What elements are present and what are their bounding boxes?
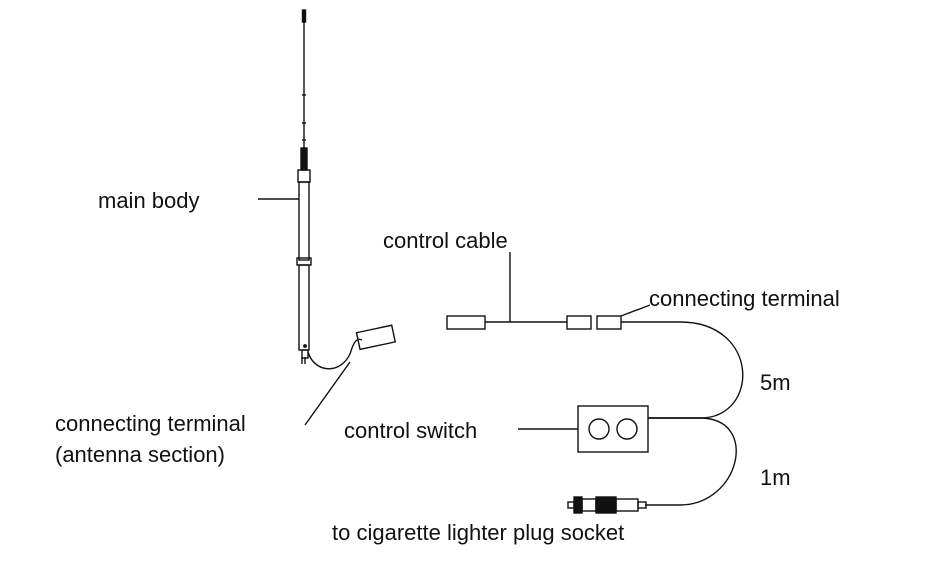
antenna-cable <box>307 338 363 370</box>
connecting-terminal-label: connecting terminal <box>649 286 840 311</box>
control-cable-label: control cable <box>383 228 508 253</box>
one-m-label: 1m <box>760 465 791 490</box>
control-switch-label: control switch <box>344 418 478 443</box>
antenna-connecting-terminal <box>355 324 397 351</box>
antenna-terminal-label-line2: (antenna section) <box>55 442 225 467</box>
antenna-main-body <box>296 169 312 364</box>
cigarette-plug <box>567 496 647 514</box>
one-m-cable <box>645 417 737 506</box>
antenna-terminal-label-line1: connecting terminal <box>55 411 246 436</box>
antenna-whip <box>300 9 308 171</box>
five-m-cable <box>621 321 744 419</box>
control-cable <box>446 252 651 330</box>
antenna-terminal-leader <box>304 361 351 426</box>
control-switch-box <box>518 405 649 453</box>
cigarette-socket-label: to cigarette lighter plug socket <box>332 520 625 545</box>
five-m-label: 5m <box>760 370 791 395</box>
main-body-label: main body <box>98 188 200 213</box>
